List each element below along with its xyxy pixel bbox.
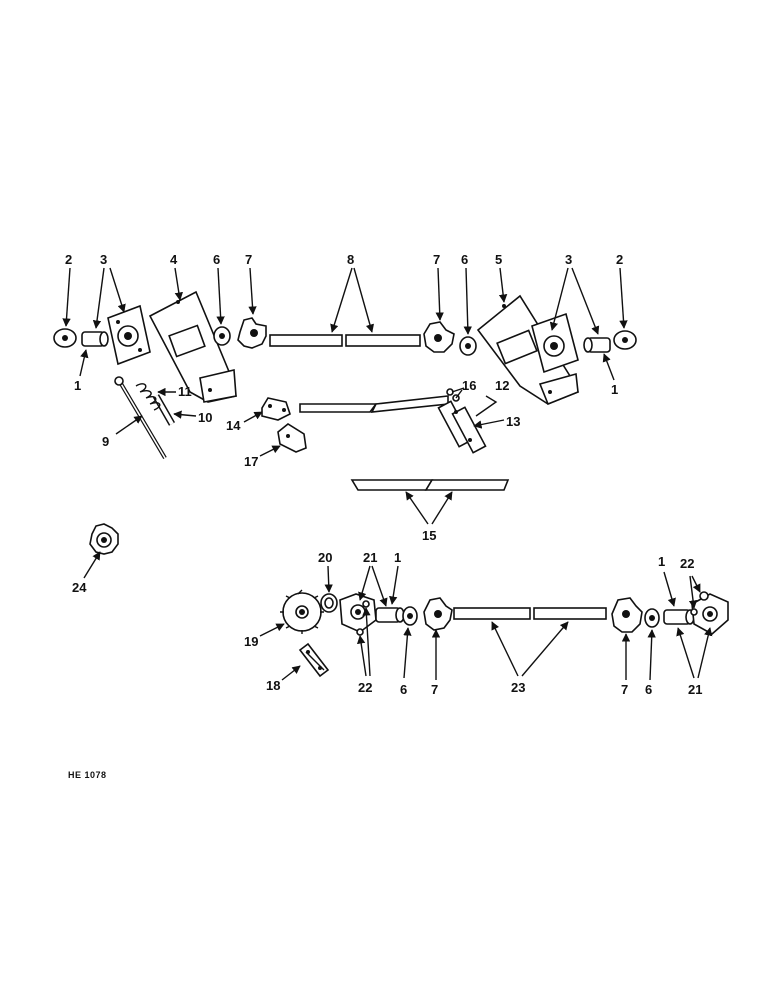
callout-6: 6 bbox=[213, 252, 220, 267]
bearing-flange-left-21 bbox=[339, 593, 377, 633]
callout-2: 2 bbox=[65, 252, 72, 267]
callout-5: 5 bbox=[495, 252, 502, 267]
callout-15: 15 bbox=[422, 528, 436, 543]
drawing-code: HE 1078 bbox=[68, 770, 107, 780]
washer-6-lower-left bbox=[402, 606, 418, 626]
callout-22: 22 bbox=[680, 556, 694, 571]
callout-10: 10 bbox=[198, 410, 212, 425]
callout-6: 6 bbox=[400, 682, 407, 697]
callout-20: 20 bbox=[318, 550, 332, 565]
callout-1: 1 bbox=[74, 378, 81, 393]
callout-7: 7 bbox=[433, 252, 440, 267]
chain-link-18 bbox=[298, 642, 330, 678]
washer-right-2 bbox=[613, 330, 637, 350]
callout-7: 7 bbox=[621, 682, 628, 697]
callout-13: 13 bbox=[506, 414, 520, 429]
offset-link-17 bbox=[277, 423, 307, 453]
washer-6-right bbox=[459, 336, 477, 356]
callout-18: 18 bbox=[266, 678, 280, 693]
bushing-lower-right-1 bbox=[663, 609, 695, 625]
callout-21: 21 bbox=[363, 550, 377, 565]
callout-7: 7 bbox=[431, 682, 438, 697]
callout-23: 23 bbox=[511, 680, 525, 695]
callout-19: 19 bbox=[244, 634, 258, 649]
sprocket-19 bbox=[280, 589, 324, 634]
callout-16: 16 bbox=[462, 378, 476, 393]
mounting-plate-right-5 bbox=[476, 294, 580, 406]
connector-link-14 bbox=[261, 397, 291, 421]
callout-11: 11 bbox=[178, 384, 192, 399]
bushing-lower-1 bbox=[375, 607, 405, 623]
mounting-plate-left-4 bbox=[148, 290, 237, 403]
callout-6: 6 bbox=[645, 682, 652, 697]
callout-labels: 2 3 4 6 7 8 7 6 5 3 2 1 1 11 16 12 10 13… bbox=[65, 252, 702, 780]
callout-1: 1 bbox=[611, 382, 618, 397]
bearing-housing-left-3 bbox=[107, 304, 151, 366]
callout-21: 21 bbox=[688, 682, 702, 697]
upper-shaft-assembly bbox=[53, 290, 637, 460]
bolts-22-right bbox=[690, 591, 709, 616]
lower-shaft-assembly bbox=[280, 589, 729, 678]
washer-6-left bbox=[213, 326, 231, 346]
chain-link-13 bbox=[437, 400, 487, 454]
collar-20 bbox=[320, 593, 338, 613]
slat-12 bbox=[299, 395, 449, 413]
callout-2: 2 bbox=[616, 252, 623, 267]
sprocket-24 bbox=[89, 523, 119, 555]
bushing-left-1 bbox=[81, 331, 109, 347]
sprocket-7-lower-right bbox=[611, 597, 643, 633]
callout-22: 22 bbox=[358, 680, 372, 695]
sprocket-7-left bbox=[237, 317, 267, 349]
callout-1: 1 bbox=[658, 554, 665, 569]
bushing-right-1 bbox=[583, 337, 611, 353]
square-shaft-23 bbox=[453, 607, 607, 620]
callout-9: 9 bbox=[102, 434, 109, 449]
square-shaft-8 bbox=[269, 334, 421, 347]
washer-left-2 bbox=[53, 328, 77, 348]
callout-4: 4 bbox=[170, 252, 178, 267]
callout-17: 17 bbox=[244, 454, 258, 469]
washer-6-lower-right bbox=[644, 608, 660, 628]
bearing-flange-right-21 bbox=[691, 593, 729, 635]
spring-11 bbox=[135, 383, 161, 411]
callout-12: 12 bbox=[495, 378, 509, 393]
callout-7: 7 bbox=[245, 252, 252, 267]
callout-6: 6 bbox=[461, 252, 468, 267]
callout-1: 1 bbox=[394, 550, 401, 565]
pin-10 bbox=[152, 394, 176, 426]
bearing-housing-right-3 bbox=[531, 312, 579, 374]
callout-3: 3 bbox=[100, 252, 107, 267]
slat-15 bbox=[350, 479, 510, 491]
callout-8: 8 bbox=[347, 252, 354, 267]
callout-14: 14 bbox=[226, 418, 241, 433]
leader-lines bbox=[62, 267, 713, 681]
sprocket-7-lower-left bbox=[423, 597, 453, 631]
bolts-22-left bbox=[356, 600, 370, 636]
callout-3: 3 bbox=[565, 252, 572, 267]
sprocket-7-right bbox=[423, 321, 455, 353]
callout-24: 24 bbox=[72, 580, 87, 595]
